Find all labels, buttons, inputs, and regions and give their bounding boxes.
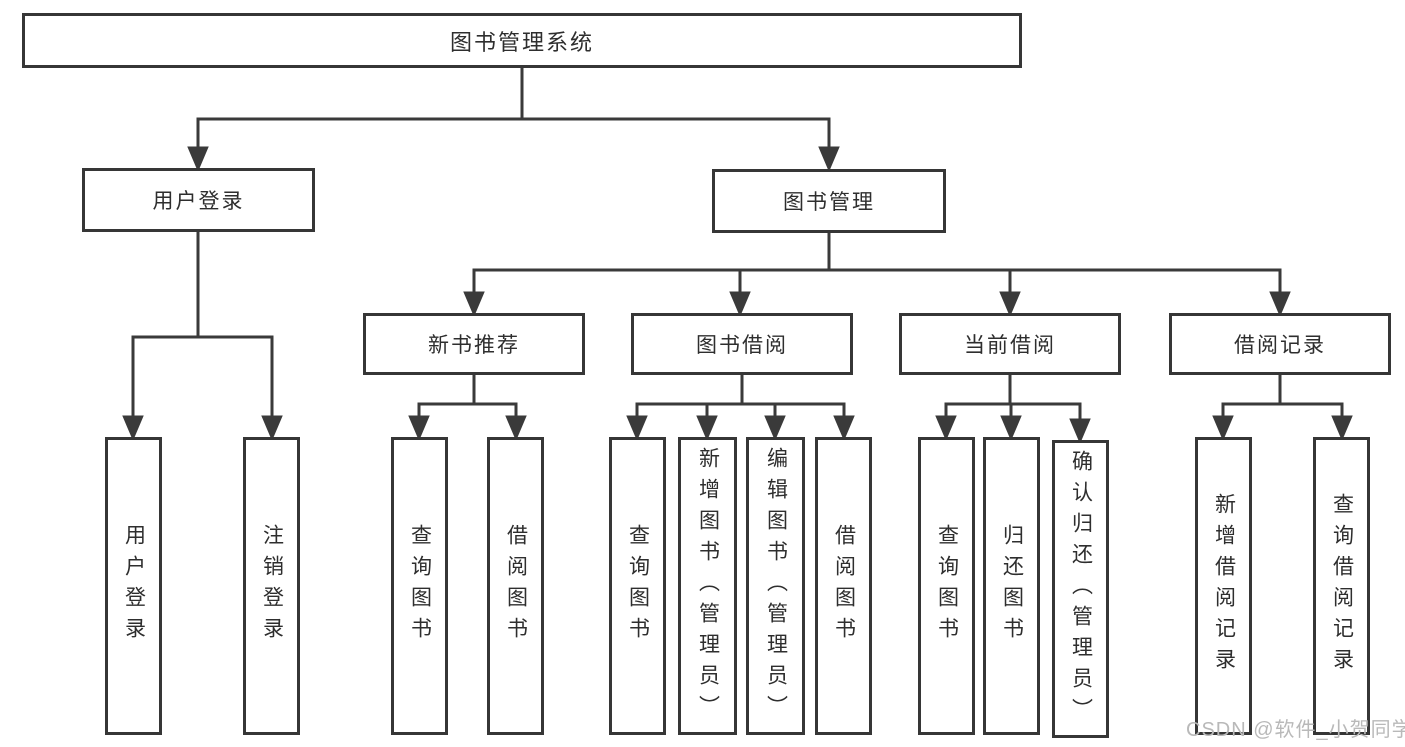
- node-borrowing-records: 借阅记录: [1169, 313, 1391, 375]
- arrowhead: [1069, 418, 1091, 444]
- node-label: 借阅图书: [504, 524, 528, 648]
- node-leaf-query-borrow-record: 查询借阅记录: [1313, 437, 1370, 735]
- node-label: 编辑图书（管理员）: [764, 446, 788, 726]
- node-label: 图书管理: [783, 191, 875, 214]
- node-leaf-logout: 注销登录: [243, 437, 300, 735]
- node-leaf-query-books-1: 查询图书: [391, 437, 448, 735]
- arrowhead: [187, 146, 209, 172]
- arrowhead: [122, 415, 144, 441]
- node-leaf-query-books-2: 查询图书: [609, 437, 666, 735]
- arrowhead: [696, 415, 718, 441]
- node-leaf-borrow-books-1: 借阅图书: [487, 437, 544, 735]
- arrowhead: [261, 415, 283, 441]
- connector-book-borrow-to-leaves: [626, 375, 855, 441]
- connector-root-to-level1: [187, 68, 840, 172]
- arrowhead: [505, 415, 527, 441]
- node-new-book-recommendation: 新书推荐: [363, 313, 585, 375]
- arrowhead: [935, 415, 957, 441]
- arrowhead: [1212, 415, 1234, 441]
- node-leaf-add-borrow-record: 新增借阅记录: [1195, 437, 1252, 735]
- node-label: 确认归还（管理员）: [1069, 449, 1093, 729]
- node-leaf-query-books-3: 查询图书: [918, 437, 975, 735]
- node-label: 用户登录: [152, 190, 245, 213]
- node-label: 查询借阅记录: [1330, 493, 1354, 679]
- connector-new-book-rec-to-leaves: [408, 375, 527, 441]
- node-book-borrowing: 图书借阅: [631, 313, 853, 375]
- node-leaf-return-books: 归还图书: [983, 437, 1040, 735]
- node-label: 注销登录: [260, 524, 284, 648]
- node-leaf-user-login: 用户登录: [105, 437, 162, 735]
- arrowhead: [1000, 415, 1022, 441]
- node-book-management: 图书管理: [712, 169, 946, 233]
- arrowhead: [1331, 415, 1353, 441]
- node-library-management-system: 图书管理系统: [22, 13, 1022, 68]
- arrowhead: [833, 415, 855, 441]
- node-label: 查询图书: [408, 524, 432, 648]
- arrowhead: [1269, 291, 1291, 317]
- node-current-borrowing: 当前借阅: [899, 313, 1121, 375]
- arrowhead: [999, 291, 1021, 317]
- node-leaf-edit-books-admin: 编辑图书（管理员）: [746, 437, 805, 735]
- arrowhead: [764, 415, 786, 441]
- node-label: 借阅记录: [1234, 334, 1326, 357]
- arrowhead: [729, 291, 751, 317]
- node-label: 查询图书: [935, 524, 959, 648]
- node-label: 当前借阅: [964, 334, 1056, 357]
- node-label: 借阅图书: [832, 524, 856, 648]
- node-label: 查询图书: [626, 524, 650, 648]
- node-label: 新增图书（管理员）: [696, 446, 720, 726]
- connector-borrow-records-to-leaves: [1212, 375, 1353, 441]
- node-label: 新增借阅记录: [1212, 493, 1236, 679]
- arrowhead: [818, 146, 840, 172]
- arrowhead: [463, 291, 485, 317]
- node-leaf-add-books-admin: 新增图书（管理员）: [678, 437, 737, 735]
- node-label: 图书借阅: [696, 334, 788, 357]
- arrowhead: [408, 415, 430, 441]
- node-label: 用户登录: [122, 524, 146, 648]
- node-leaf-confirm-return-admin: 确认归还（管理员）: [1052, 440, 1109, 738]
- node-leaf-borrow-books-2: 借阅图书: [815, 437, 872, 735]
- connector-user-login-to-leaves: [122, 232, 283, 441]
- connector-book-mgmt-to-level2: [463, 233, 1291, 317]
- node-label: 图书管理系统: [449, 29, 594, 55]
- node-label: 新书推荐: [428, 334, 520, 357]
- watermark: CSDN @软件_小贺同学: [1186, 719, 1405, 741]
- node-label: 归还图书: [1000, 524, 1024, 648]
- arrowhead: [626, 415, 648, 441]
- node-user-login: 用户登录: [82, 168, 315, 232]
- connector-current-borrow-to-leaves: [935, 375, 1091, 444]
